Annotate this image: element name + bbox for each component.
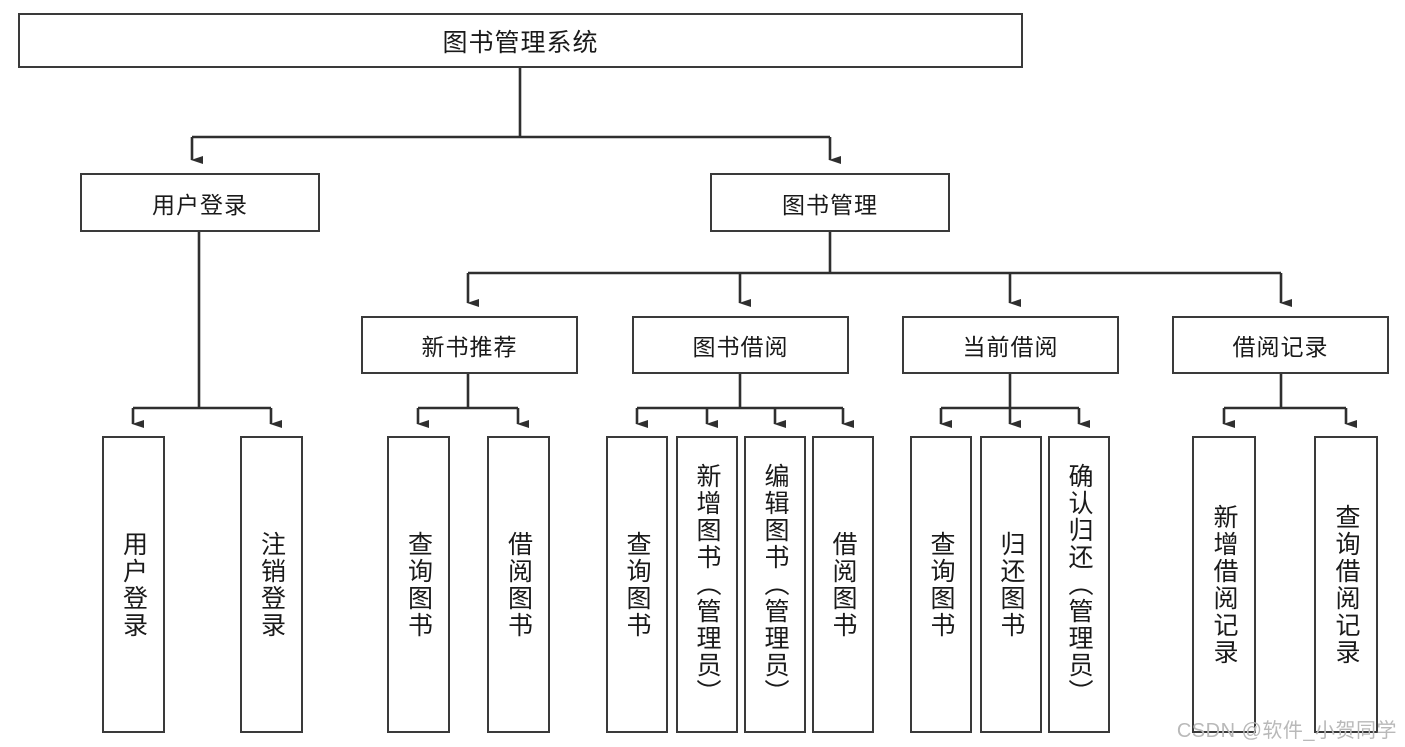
leaf-book-borrow-borrow-book[interactable]: 借阅图书 [812, 436, 874, 733]
leaf-current-borrow-confirm-return-admin[interactable]: 确认归还（管理员） [1048, 436, 1110, 733]
leaf-label: 查询图书 [404, 530, 433, 639]
leaf-user-login-logout[interactable]: 注销登录 [240, 436, 303, 733]
leaf-label: 注销登录 [257, 530, 286, 639]
node-borrow-record[interactable]: 借阅记录 [1172, 316, 1389, 374]
node-book-borrow[interactable]: 图书借阅 [632, 316, 849, 374]
leaf-label: 归还图书 [997, 530, 1025, 639]
leaf-new-book-query-book[interactable]: 查询图书 [387, 436, 450, 733]
leaf-label: 查询图书 [927, 530, 955, 639]
leaf-book-borrow-query-book[interactable]: 查询图书 [606, 436, 668, 733]
node-new-book-recommend[interactable]: 新书推荐 [361, 316, 578, 374]
leaf-current-borrow-return-book[interactable]: 归还图书 [980, 436, 1042, 733]
leaf-label: 新增借阅记录 [1210, 503, 1238, 666]
node-user-login[interactable]: 用户登录 [80, 173, 320, 232]
leaf-label: 编辑图书（管理员） [761, 463, 789, 706]
node-book-management[interactable]: 图书管理 [710, 173, 950, 232]
leaf-borrow-record-query-record[interactable]: 查询借阅记录 [1314, 436, 1378, 733]
leaf-label: 借阅图书 [504, 530, 533, 639]
node-current-borrow[interactable]: 当前借阅 [902, 316, 1119, 374]
leaf-user-login-login[interactable]: 用户登录 [102, 436, 165, 733]
leaf-new-book-borrow-book[interactable]: 借阅图书 [487, 436, 550, 733]
leaf-label: 用户登录 [119, 530, 148, 639]
leaf-label: 借阅图书 [829, 530, 857, 639]
leaf-borrow-record-add-record[interactable]: 新增借阅记录 [1192, 436, 1256, 733]
leaf-book-borrow-add-book-admin[interactable]: 新增图书（管理员） [676, 436, 738, 733]
leaf-book-borrow-edit-book-admin[interactable]: 编辑图书（管理员） [744, 436, 806, 733]
leaf-label: 查询借阅记录 [1332, 503, 1360, 666]
csdn-watermark: CSDN @软件_小贺同学 [1176, 720, 1397, 742]
leaf-label: 查询图书 [623, 530, 651, 639]
leaf-label: 新增图书（管理员） [693, 463, 721, 706]
leaf-current-borrow-query-book[interactable]: 查询图书 [910, 436, 972, 733]
leaf-label: 确认归还（管理员） [1065, 463, 1093, 706]
node-root-book-management-system[interactable]: 图书管理系统 [18, 13, 1023, 68]
